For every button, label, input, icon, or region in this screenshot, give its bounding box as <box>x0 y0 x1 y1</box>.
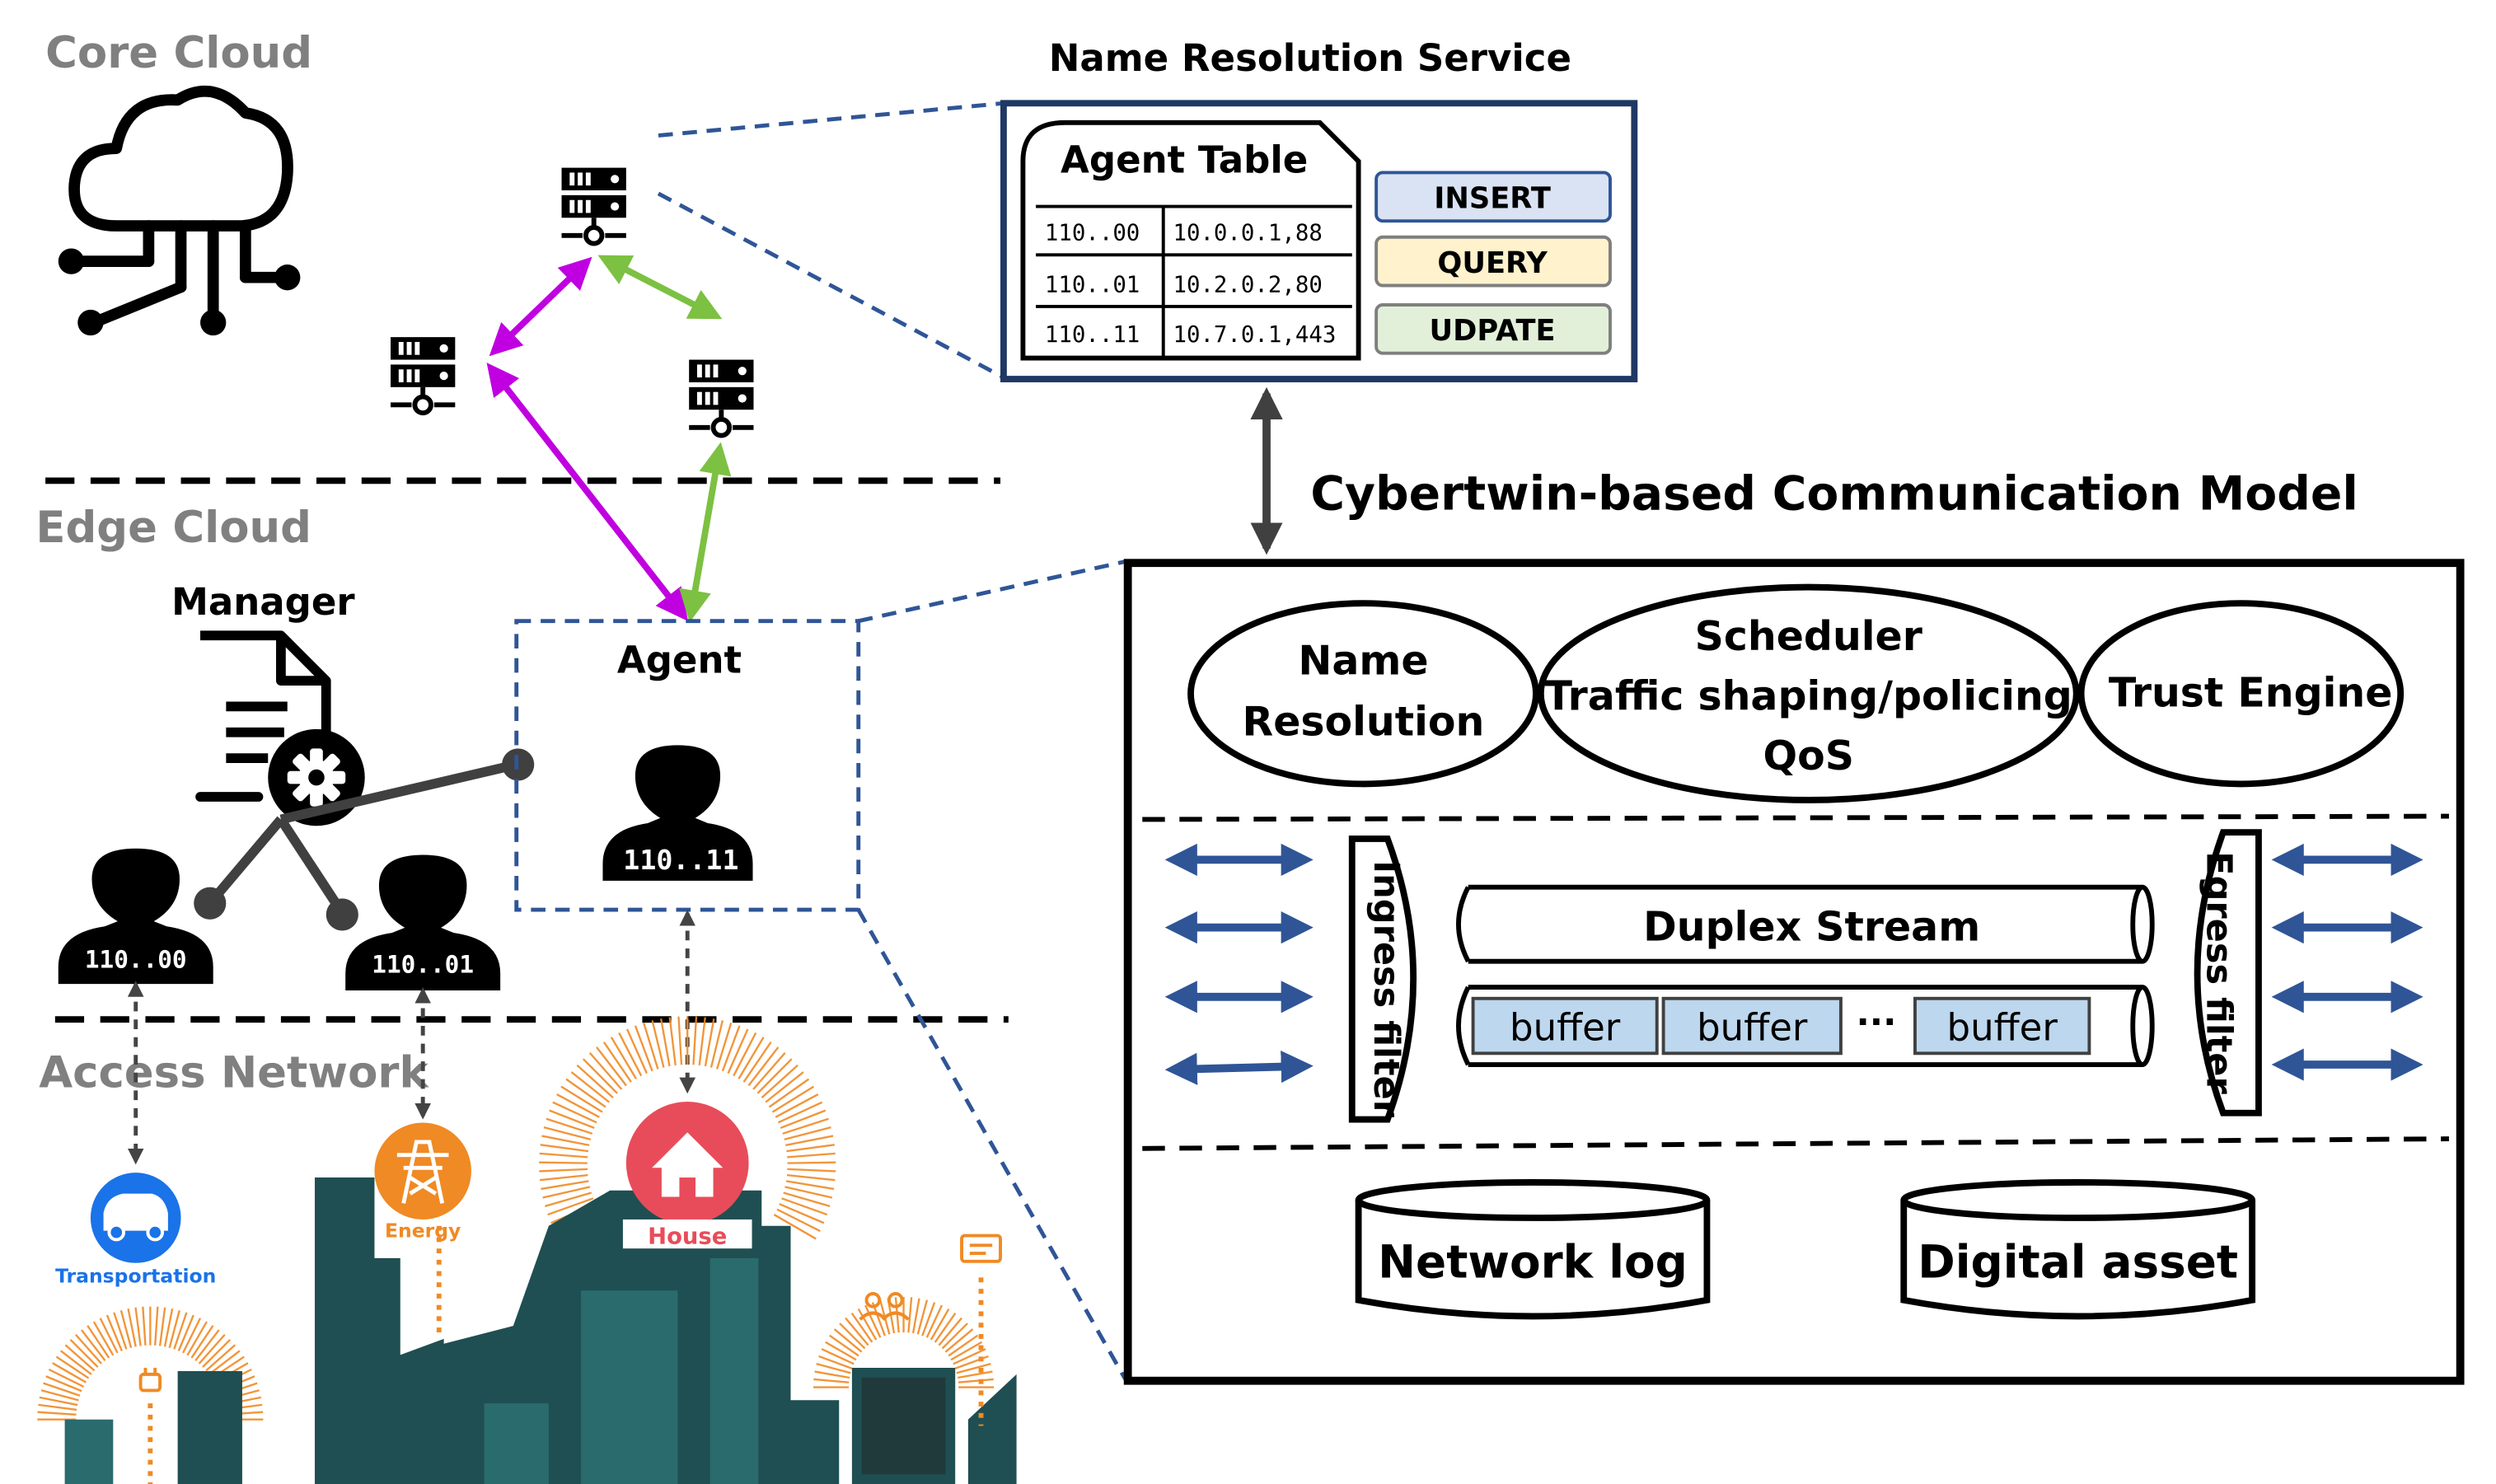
house-icon <box>625 1102 749 1224</box>
trust-engine-label: Trust Engine <box>2109 669 2393 716</box>
model-divider-top <box>1142 813 2449 822</box>
query-button[interactable] <box>1374 235 1612 288</box>
nrs-zoom-line-bottom <box>657 191 1005 380</box>
cloud-network-nodes <box>58 248 301 336</box>
duplex-stream-pipe <box>1456 884 2155 964</box>
server-icon-right <box>689 360 753 436</box>
purple-link-top-left <box>489 256 592 357</box>
agent-table-cell-addr: 10.0.0.1,88 <box>1173 221 1322 246</box>
green-link-top-right <box>597 255 723 320</box>
buffer-label: buffer <box>1947 1006 2058 1050</box>
ingress-filter-label: Ingress filter <box>1365 860 1407 1118</box>
agent-table-rows: 110..00 10.0.0.1,88 110..01 10.2.0.2,80 … <box>1045 221 1336 348</box>
user-id-label: 110..00 <box>85 946 187 974</box>
buffer-cell <box>1471 996 1659 1056</box>
duplex-stream-label: Duplex Stream <box>1643 903 1980 950</box>
agent-table-cell-addr: 10.7.0.1,443 <box>1173 322 1336 348</box>
ingress-filter <box>1348 836 1417 1123</box>
egress-filter-label: Egress filter <box>2198 851 2239 1094</box>
traffic-shaping-label: Traffic shaping/policing <box>1545 672 2072 719</box>
trust-engine-module <box>2077 600 2405 788</box>
nrs-title: Name Resolution Service <box>1049 36 1571 80</box>
core-cloud-label: Core Cloud <box>45 28 312 78</box>
agent-table-cell-id: 110..01 <box>1045 272 1140 297</box>
transportation-icon <box>90 1173 181 1263</box>
update-button-label: UDPATE <box>1430 314 1556 348</box>
manager-label: Manager <box>171 580 355 624</box>
edge-cloud-label: Edge Cloud <box>35 503 311 553</box>
agent-table-cell-id: 110..11 <box>1045 322 1140 348</box>
egress-arrows <box>2271 843 2423 1081</box>
agent-table-grid <box>1036 204 1352 358</box>
name-resolution-module <box>1187 600 1539 788</box>
model-zoom-line-bottom <box>856 908 1128 1382</box>
gear-icon <box>268 728 365 826</box>
people-icon <box>859 1292 910 1321</box>
agent-label: Agent <box>617 638 742 681</box>
buffer-cell <box>1913 996 2091 1056</box>
agent-id-label: 110..11 <box>623 844 738 876</box>
ingress-arrows <box>1164 843 1314 1085</box>
buffer-label: buffer <box>1510 1006 1621 1050</box>
model-title: Cybertwin-based Communication Model <box>1310 467 2358 522</box>
agent-table-cell-addr: 10.2.0.2,80 <box>1173 272 1322 297</box>
radial-burst-house <box>539 1016 836 1240</box>
buffer-ellipsis: ··· <box>1856 1002 1896 1043</box>
green-link-right-agent <box>679 442 732 623</box>
plug-icon <box>138 1368 162 1393</box>
query-button-label: QUERY <box>1437 246 1548 280</box>
network-log-store <box>1355 1179 1711 1320</box>
chat-icon <box>960 1234 1002 1263</box>
energy-tower-icon <box>374 1122 471 1220</box>
insert-button-label: INSERT <box>1434 182 1551 216</box>
user-id-label: 110..01 <box>372 950 474 978</box>
name-resolution-label: Resolution <box>1243 699 1485 746</box>
manager-link-nodes <box>194 748 535 931</box>
purple-link-left-agent <box>486 363 689 621</box>
model-zoom-line-top <box>858 559 1127 624</box>
house-label: House <box>648 1224 727 1249</box>
name-resolution-label: Name <box>1298 637 1428 684</box>
model-divider-bottom <box>1142 1136 2449 1151</box>
digital-asset-store <box>1900 1179 2256 1320</box>
house-label-bg <box>622 1219 752 1249</box>
energy-label: Energy <box>385 1219 461 1242</box>
egress-filter <box>2194 829 2262 1117</box>
transportation-label: Transportation <box>55 1264 216 1287</box>
scheduler-module <box>1537 583 2080 803</box>
buffer-label: buffer <box>1697 1006 1808 1050</box>
manager-links <box>206 760 518 916</box>
manager-document-icon <box>195 630 331 802</box>
agent-table-cell-id: 110..00 <box>1045 221 1140 246</box>
insert-button[interactable] <box>1374 171 1612 223</box>
nrs-zoom-line-top <box>658 101 1004 138</box>
network-log-label: Network log <box>1378 1235 1688 1288</box>
agent-table-title: Agent Table <box>1061 138 1308 181</box>
agent-table-card <box>1020 119 1361 361</box>
update-button[interactable] <box>1374 303 1612 355</box>
server-icon-left <box>391 337 455 413</box>
qos-label: QoS <box>1763 733 1854 779</box>
digital-asset-label: Digital asset <box>1918 1235 2238 1288</box>
cloud-network-icon <box>68 85 293 329</box>
access-network-label: Access Network <box>39 1047 429 1098</box>
buffer-cell <box>1661 996 1843 1056</box>
scheduler-label: Scheduler <box>1695 613 1922 660</box>
server-icon-top <box>562 168 626 244</box>
buffer-pipe <box>1456 985 2155 1067</box>
